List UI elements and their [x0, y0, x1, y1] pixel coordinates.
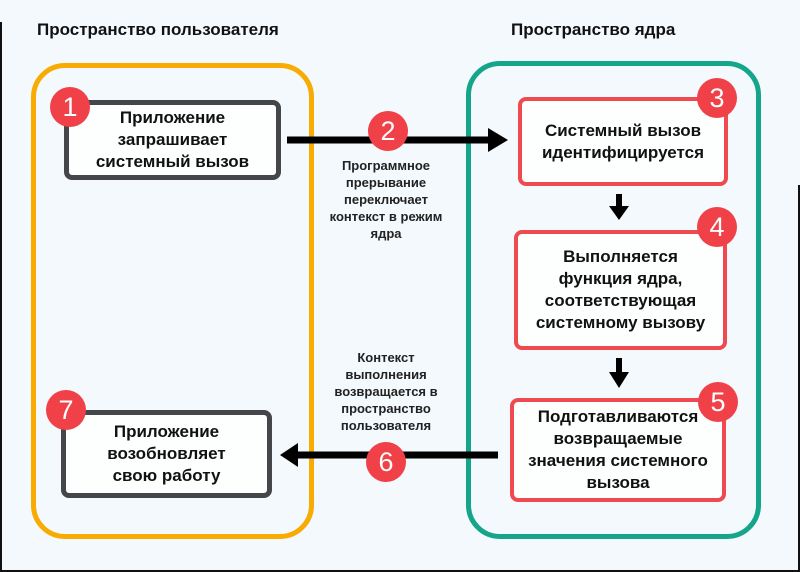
kernel-space-title: Пространство ядра — [511, 20, 676, 39]
step-6-caption: Контекст выполнения возвращается в прост… — [334, 350, 438, 433]
step-4-text: Выполняется функция ядра, соответствующа… — [535, 247, 706, 332]
user-space-container — [31, 63, 314, 539]
step-2-badge: 2 — [368, 111, 408, 151]
step-7-text: Приложение возобновляет свою работу — [107, 422, 226, 485]
step-1-text: Приложение запрашивает системный вызов — [95, 108, 250, 171]
kernel-space-container — [466, 61, 761, 539]
step-3-box: Системный вызов идентифицируется — [518, 97, 728, 186]
frame-edge-right — [798, 185, 800, 570]
step-3-text: Системный вызов идентифицируется — [541, 120, 705, 162]
step-5-badge: 5 — [698, 382, 738, 422]
step-1-box: Приложение запрашивает системный вызов — [64, 100, 281, 180]
step-4-box: Выполняется функция ядра, соответствующа… — [514, 230, 727, 350]
step-5-box: Подготавливаются возвращаемые значения с… — [510, 398, 726, 502]
frame-edge-left — [0, 22, 2, 570]
frame-edge-bottom — [0, 570, 800, 572]
arrow-4-to-5 — [609, 358, 629, 388]
step-7-badge: 7 — [46, 390, 86, 430]
step-7-box: Приложение возобновляет свою работу — [61, 410, 272, 498]
step-1-badge: 1 — [50, 87, 90, 127]
arrow-3-to-4 — [609, 194, 629, 220]
step-3-badge: 3 — [697, 78, 737, 118]
step-5-text: Подготавливаются возвращаемые значения с… — [528, 407, 708, 492]
step-2-caption: Программное прерывание переключает конте… — [329, 158, 443, 241]
user-space-title: Пространство пользователя — [37, 20, 279, 39]
step-6-badge: 6 — [366, 442, 406, 482]
step-4-badge: 4 — [697, 207, 737, 247]
